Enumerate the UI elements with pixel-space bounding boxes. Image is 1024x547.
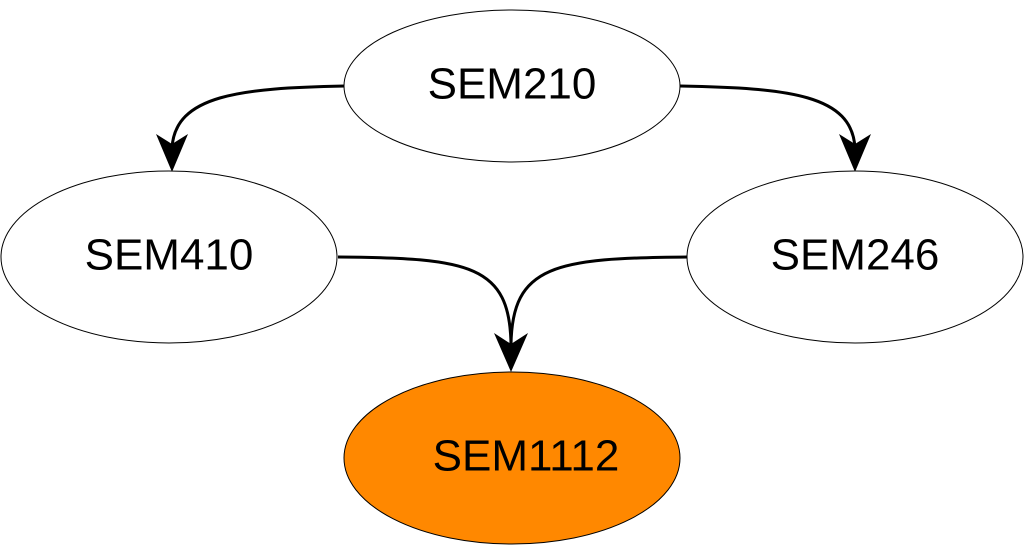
node-sem410-label: SEM410 [85,231,254,280]
arrowhead-sem1112 [494,333,528,372]
edge-sem210-sem246 [679,84,857,149]
edge-sem210-sem410 [170,84,346,149]
edge-sem246-sem1112 [509,255,689,346]
node-sem210-shape [343,9,681,163]
node-sem410-shape [0,170,338,344]
node-sem246: SEM246 [686,170,1024,344]
arrowhead-sem410 [156,134,188,172]
node-sem246-shape [686,170,1024,344]
node-sem410: SEM410 [0,170,338,344]
node-sem210: SEM210 [343,9,681,163]
node-sem210-label: SEM210 [428,60,597,109]
arrowhead-sem246 [839,134,871,172]
edge-sem410-sem1112 [337,255,513,346]
node-sem1112-label: SEM1112 [433,432,620,481]
node-sem1112: SEM1112 [343,371,681,545]
edges [156,84,871,372]
node-sem1112-shape [343,371,681,545]
node-sem246-label: SEM246 [771,231,940,280]
